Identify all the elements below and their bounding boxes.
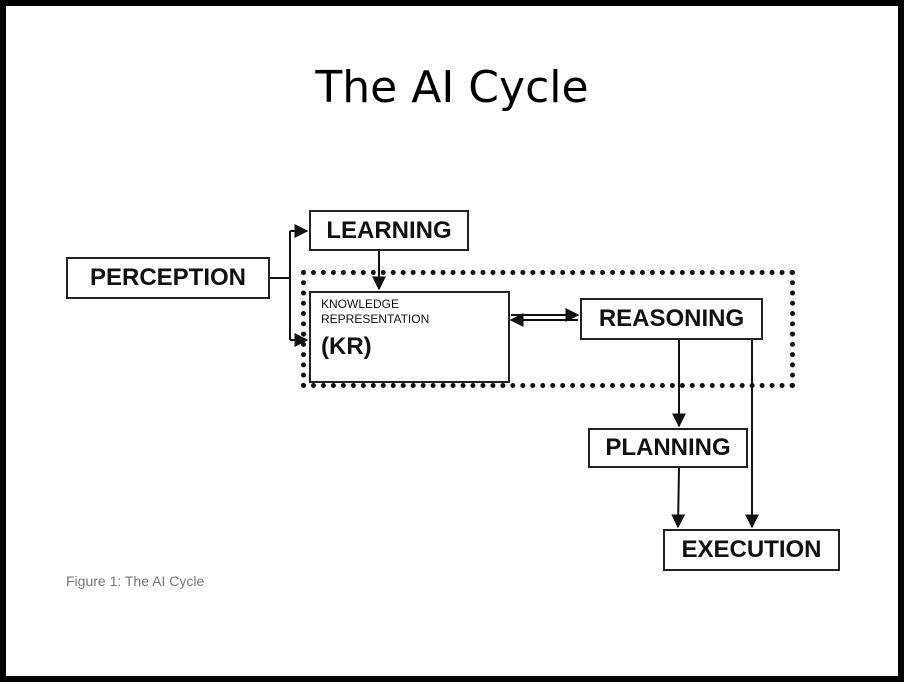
node-reasoning: REASONING — [580, 298, 763, 340]
node-perception: PERCEPTION — [66, 257, 270, 299]
kr-label-abbrev: (KR) — [321, 333, 372, 360]
node-learning: LEARNING — [309, 210, 469, 251]
figure-caption: Figure 1: The AI Cycle — [66, 570, 204, 589]
edge-planning-execution — [671, 467, 686, 529]
kr-label-line1: KNOWLEDGE — [321, 297, 400, 311]
kr-reasoning-group-boundary — [301, 270, 795, 388]
kr-label-small: KNOWLEDGE REPRESENTATION — [321, 297, 429, 327]
slide-title: The AI Cycle — [315, 62, 589, 113]
node-execution: EXECUTION — [663, 529, 840, 571]
node-knowledge-representation: KNOWLEDGE REPRESENTATION (KR) — [309, 291, 510, 383]
kr-label-line2: REPRESENTATION — [321, 312, 430, 326]
node-planning: PLANNING — [588, 428, 748, 468]
